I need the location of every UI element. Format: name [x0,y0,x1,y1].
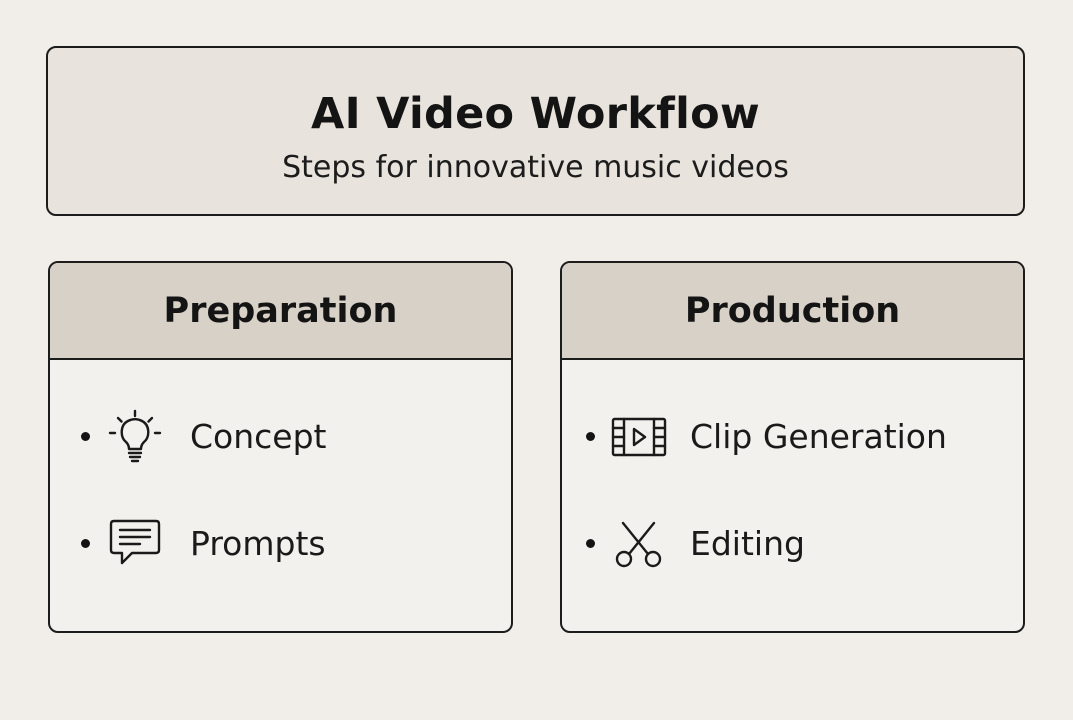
header-box: AI Video Workflow Steps for innovative m… [46,46,1025,216]
list-item-clip-generation: Clip Generation [562,405,1023,469]
speech-bubble-icon [106,515,164,573]
lightbulb-icon [106,408,164,466]
list-item-editing: Editing [562,512,1023,576]
film-strip-play-icon [610,408,668,466]
production-panel: Production Clip Generation [560,261,1025,633]
list-item-label: Concept [190,417,327,456]
scissors-icon [610,515,668,573]
bullet-dot [586,539,595,548]
list-item-label: Clip Generation [690,417,947,456]
list-item-label: Editing [690,524,805,563]
production-panel-title: Production [562,263,1023,360]
preparation-panel: Preparation Concept [48,261,513,633]
preparation-panel-title: Preparation [50,263,511,360]
bullet-dot [81,539,90,548]
list-item-concept: Concept [50,405,511,469]
bullet-dot [586,432,595,441]
list-item-label: Prompts [190,524,326,563]
list-item-prompts: Prompts [50,512,511,576]
page-title: AI Video Workflow [310,89,761,139]
bullet-dot [81,432,90,441]
page-subtitle: Steps for innovative music videos [282,150,789,185]
